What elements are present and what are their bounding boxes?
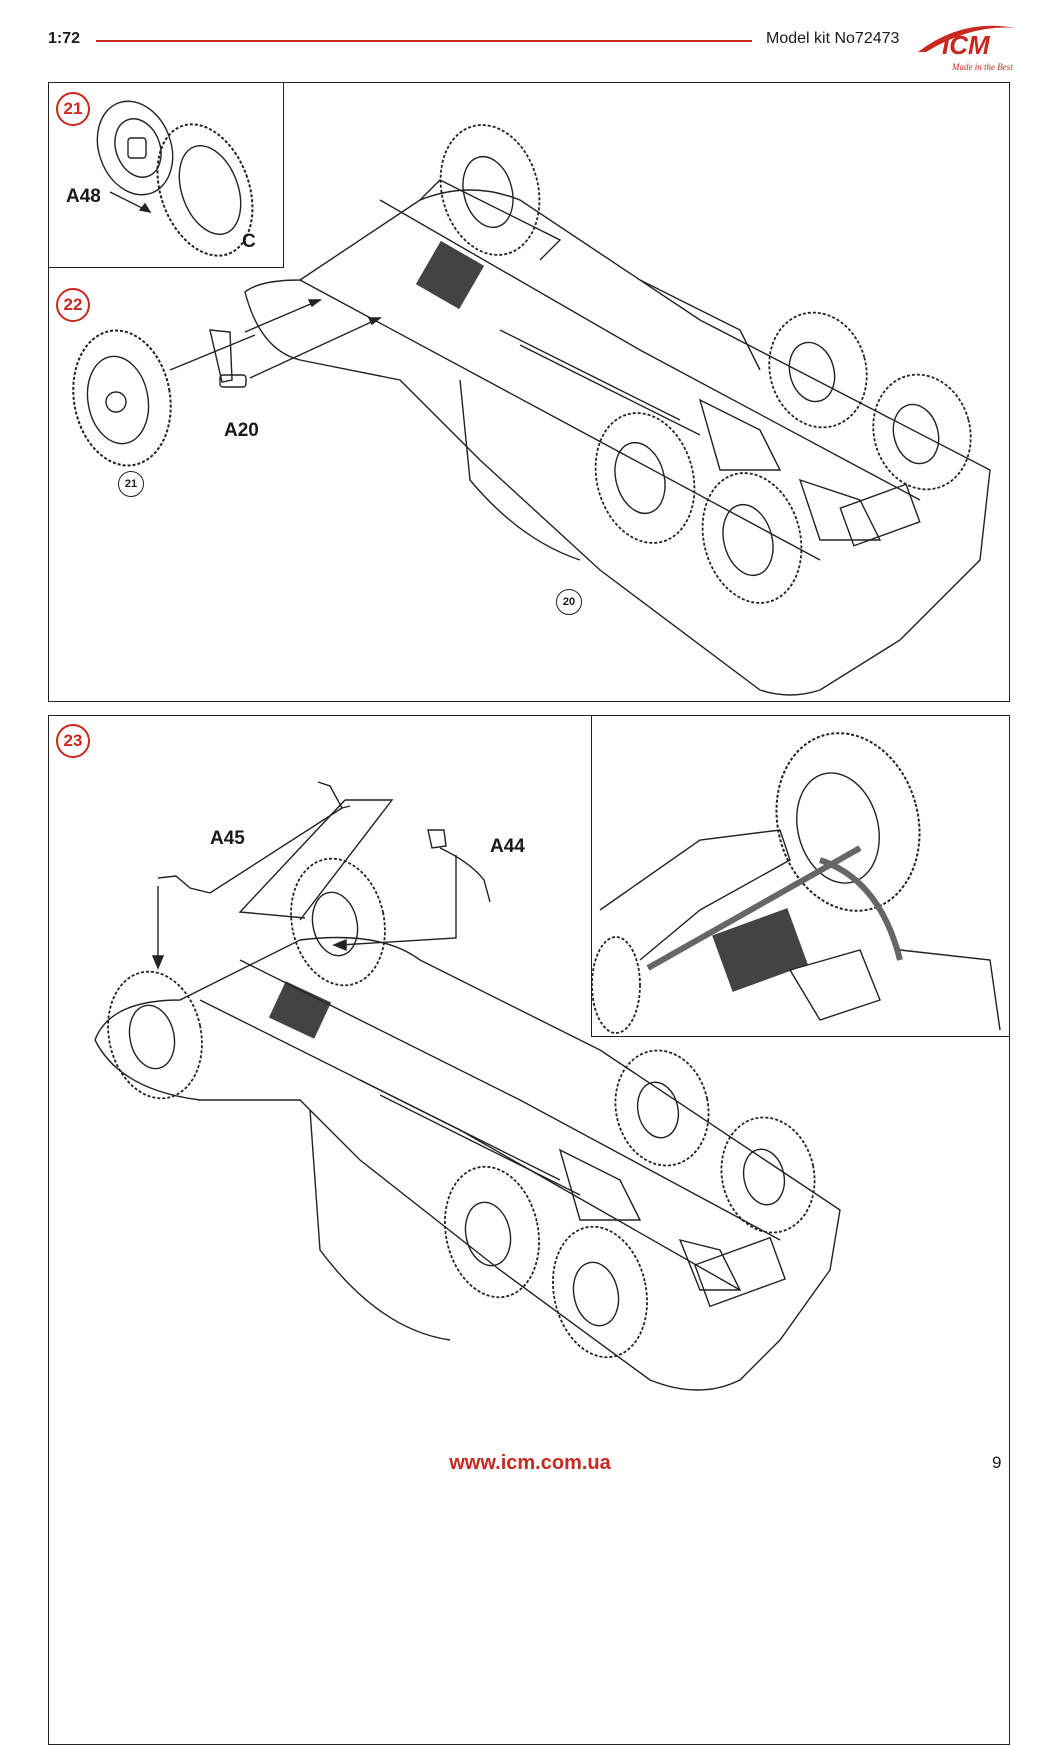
label-a44: A44: [490, 836, 525, 857]
step21-tire-drawing: [156, 123, 254, 257]
step22-chassis-drawing: [244, 179, 991, 696]
step23-part-a45-drawing: [157, 781, 351, 894]
step23-inset-drawing: [591, 732, 1001, 1034]
footer-url[interactable]: www.icm.com.ua: [449, 1452, 611, 1474]
detail-inset-step-23: [591, 715, 1010, 1037]
step22-rear-wheel-top: [439, 124, 541, 256]
step22-wheels-right: [594, 311, 972, 604]
step22-part-a20-drawing: [209, 329, 247, 388]
step23-chassis-drawing: [94, 936, 841, 1391]
label-c: C: [242, 231, 256, 252]
ref-step-20: 20: [556, 589, 582, 615]
assembly-drawings: [72, 100, 1001, 1391]
label-a45: A45: [210, 828, 245, 849]
step23-wheels: [107, 857, 816, 1359]
step23-part-a44-drawing: [427, 829, 491, 903]
label-a20: A20: [224, 420, 259, 441]
step-23-badge: 23: [56, 724, 90, 758]
header-rule: [96, 40, 752, 42]
scale-label: 1:72: [48, 30, 81, 47]
logo-tagline: Made in the Best: [951, 62, 1013, 72]
ref-step-21: 21: [118, 471, 144, 497]
kit-number: Model kit No72473: [766, 30, 900, 47]
step-21-badge: 21: [56, 92, 90, 126]
logo-text: ICM: [942, 30, 991, 60]
label-a48: A48: [66, 186, 101, 207]
icm-logo: ICM Made in the Best: [918, 25, 1016, 72]
step22-wheel-drawing: [72, 329, 172, 467]
step-22-badge: 22: [56, 288, 90, 322]
page-number: 9: [992, 1453, 1002, 1472]
